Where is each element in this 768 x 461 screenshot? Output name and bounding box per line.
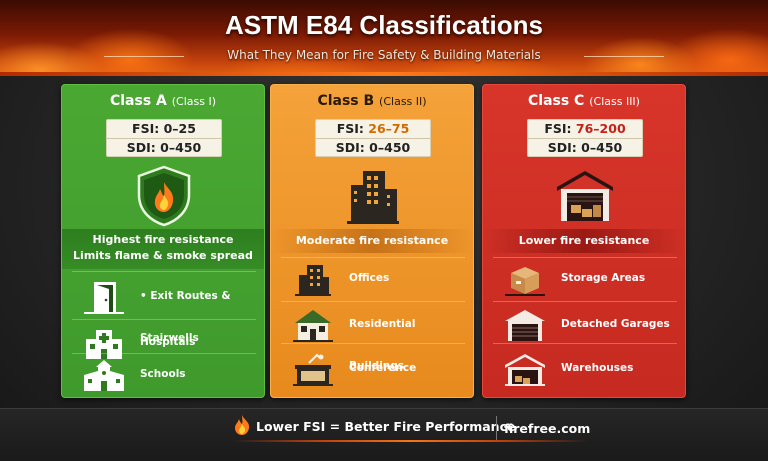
class-c-index-box: FSI: 76–200 SDI: 0–450 <box>527 119 643 157</box>
divider <box>493 257 677 258</box>
class-c-paren: (Class III) <box>589 95 640 108</box>
sdi-value: 0–450 <box>160 140 202 155</box>
garage-icon <box>505 310 545 341</box>
class-b-paren: (Class II) <box>379 95 427 108</box>
divider <box>493 301 677 302</box>
page-subtitle: What They Mean for Fire Safety & Buildin… <box>227 48 541 62</box>
class-a-band-line1: Highest fire resistance <box>92 233 234 246</box>
fire-banner <box>0 0 768 76</box>
footer-tagline: Lower FSI = Better Fire Performance <box>256 419 516 434</box>
class-c-title: Class C (Class III) <box>483 93 685 109</box>
footer-separator <box>496 416 497 440</box>
list-item: Hospitals <box>72 321 256 363</box>
fsi-label: FSI: <box>132 121 160 136</box>
class-a-title: Class A (Class I) <box>62 93 264 109</box>
class-c-band-line1: Lower fire resistance <box>518 234 650 247</box>
divider <box>72 271 256 272</box>
item-label: Schools <box>140 368 186 380</box>
divider <box>493 343 677 344</box>
list-item: Schools <box>72 353 256 395</box>
item-label: Storage Areas <box>561 272 646 284</box>
item-label: Conference Centers <box>349 362 417 374</box>
sdi-label: SDI: <box>126 140 156 155</box>
sdi-label: SDI: <box>547 140 577 155</box>
class-b-title: Class B (Class II) <box>271 93 473 109</box>
list-item: Warehouses <box>493 347 677 389</box>
item-label: Offices <box>349 272 390 284</box>
site-link[interactable]: firefree.com <box>504 421 591 436</box>
class-a-title-text: Class A <box>109 93 167 109</box>
class-a-band: Highest fire resistance Limits flame & s… <box>62 229 264 269</box>
sdi-value: 0–450 <box>581 140 623 155</box>
class-b-band-line1: Moderate fire resistance <box>295 234 449 247</box>
class-a-paren: (Class I) <box>171 95 217 108</box>
class-a-index-box: FSI: 0–25 SDI: 0–450 <box>106 119 222 157</box>
divider <box>72 319 256 320</box>
warehouse-small-icon <box>505 354 545 386</box>
flame-icon <box>235 415 250 435</box>
warehouse-icon <box>557 171 613 221</box>
item-label: Residential Buildings <box>349 318 416 372</box>
exit-door-icon <box>84 282 124 314</box>
fsi-value: 76–200 <box>575 121 626 136</box>
office-icon <box>295 265 331 296</box>
subtitle-rule-right <box>584 56 664 57</box>
list-item: • Exit Routes & Stairwells <box>72 275 256 344</box>
class-b-card: Class B (Class II) FSI: 26–75 SDI: 0–450… <box>270 84 474 398</box>
class-a-card: Class A (Class I) FSI: 0–25 SDI: 0–450 H… <box>61 84 265 398</box>
sdi-value: 0–450 <box>369 140 411 155</box>
divider <box>281 301 465 302</box>
hospital-icon <box>86 330 122 359</box>
school-icon <box>84 360 124 391</box>
divider <box>72 353 256 354</box>
class-b-title-text: Class B <box>317 93 375 109</box>
class-a-band-line2: Limits flame & smoke spread <box>73 249 253 262</box>
class-c-card: Class C (Class III) FSI: 76–200 SDI: 0–4… <box>482 84 686 398</box>
list-item: Detached Garages <box>493 303 677 345</box>
conference-icon <box>293 353 333 386</box>
sdi-label: SDI: <box>335 140 365 155</box>
fsi-value: 26–75 <box>368 121 410 136</box>
class-c-title-text: Class C <box>528 93 585 109</box>
class-c-band: Lower fire resistance <box>483 229 685 253</box>
list-item: Conference Centers <box>281 347 465 389</box>
class-b-band: Moderate fire resistance <box>271 229 473 253</box>
item-label: Detached Garages <box>561 318 670 330</box>
list-item: Storage Areas <box>493 257 677 299</box>
footer-glow-rule <box>232 440 588 442</box>
shield-flame-icon <box>137 165 191 227</box>
residential-icon <box>293 310 333 342</box>
page-title: ASTM E84 Classifications <box>225 10 543 40</box>
subtitle-rule-left <box>104 56 184 57</box>
footer-bar <box>0 408 768 461</box>
fsi-value: 0–25 <box>163 121 196 136</box>
divider <box>281 257 465 258</box>
class-b-index-box: FSI: 26–75 SDI: 0–450 <box>315 119 431 157</box>
fsi-label: FSI: <box>544 121 572 136</box>
item-label: • Exit Routes & Stairwells <box>140 290 231 344</box>
storage-box-icon <box>505 267 545 296</box>
list-item: Residential Buildings <box>281 303 465 372</box>
item-label: Warehouses <box>561 362 634 374</box>
divider <box>281 343 465 344</box>
office-buildings-icon <box>347 171 399 224</box>
item-label: Hospitals <box>140 336 196 348</box>
fsi-label: FSI: <box>336 121 364 136</box>
list-item: Offices <box>281 257 465 299</box>
